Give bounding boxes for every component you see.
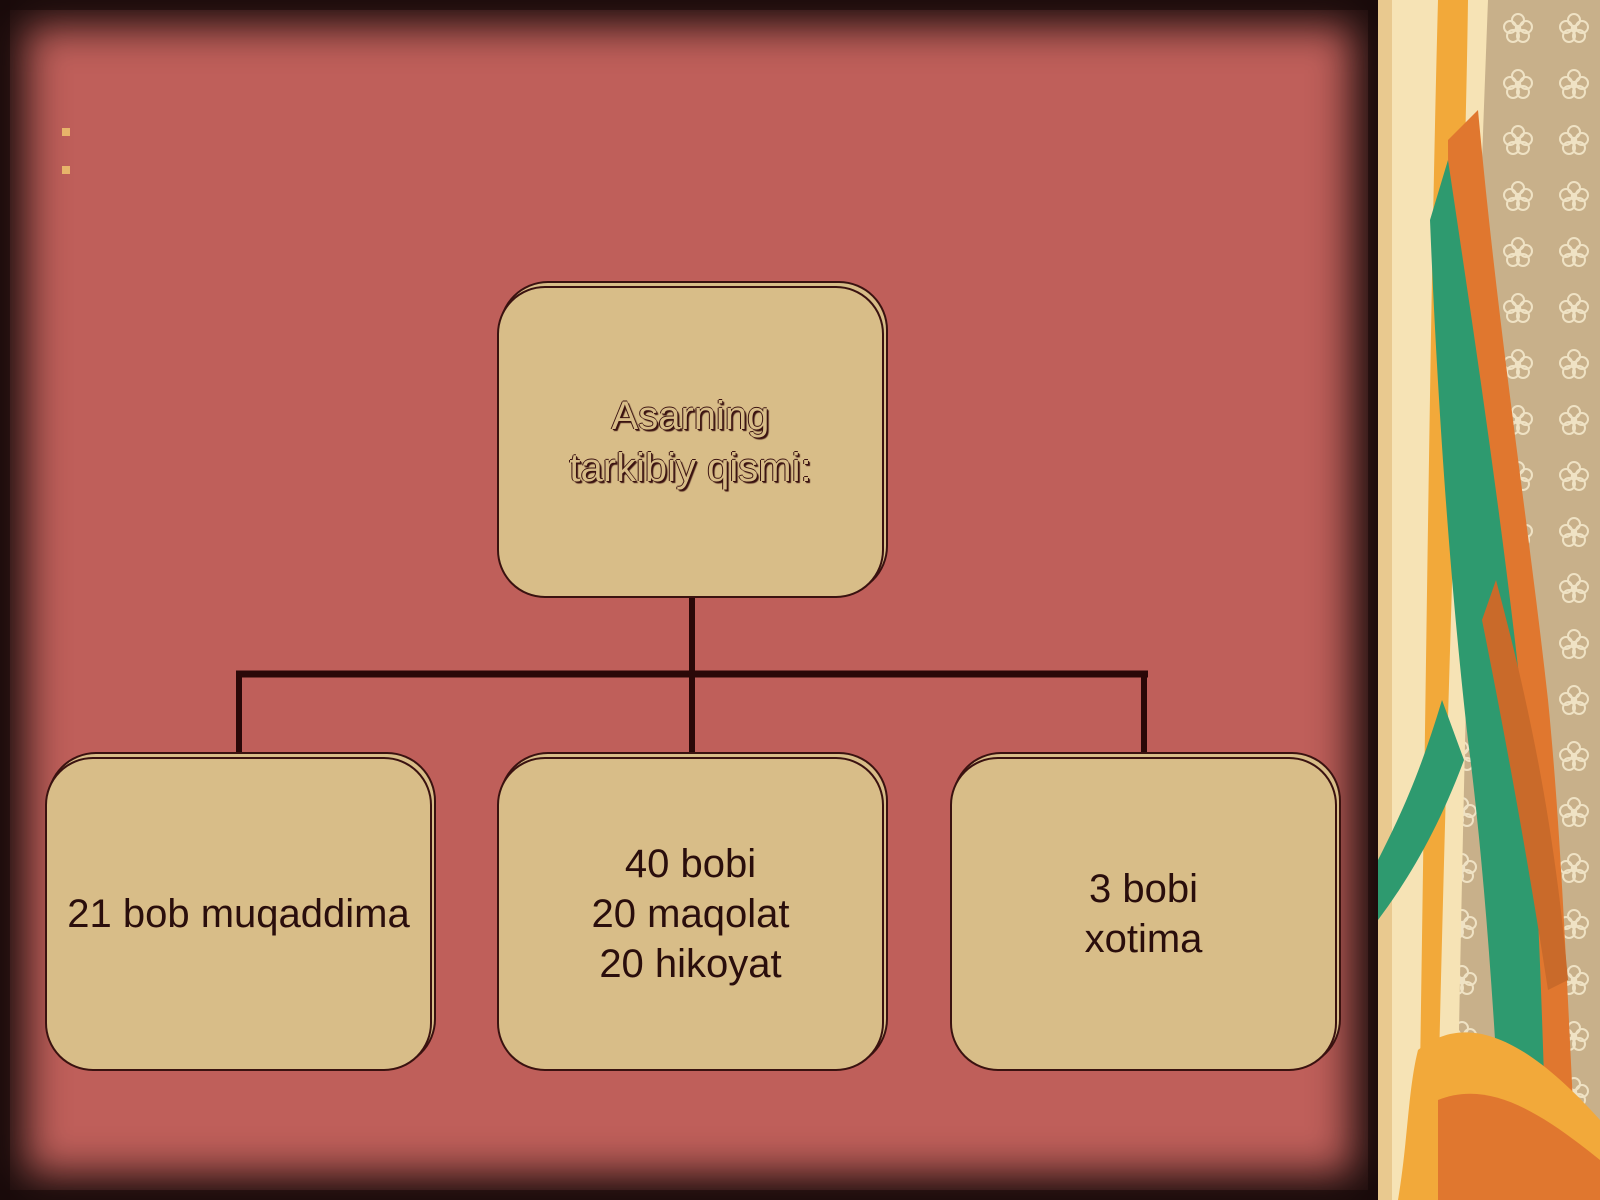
child-node-muqaddima: 21 bob muqaddima — [45, 757, 432, 1071]
hierarchy-diagram: Asarning tarkibiy qismi: 21 bob muqaddim… — [45, 286, 1337, 1071]
root-node: Asarning tarkibiy qismi: — [497, 286, 884, 598]
decorative-side-panel — [1378, 0, 1600, 1200]
child-node-bobi: 40 bobi 20 maqolat 20 hikoyat — [497, 757, 884, 1071]
child-node-label: 40 bobi 20 maqolat 20 hikoyat — [591, 842, 790, 986]
floral-ribbon-art — [1378, 0, 1600, 1200]
bullet-dot-2 — [62, 166, 70, 174]
child-node-label: 3 bobi xotima — [1084, 867, 1203, 961]
slide-frame: Asarning tarkibiy qismi: 21 bob muqaddim… — [0, 0, 1378, 1200]
bullet-dot-1 — [62, 128, 70, 136]
connector-lines — [236, 598, 1148, 757]
child-node-label: 21 bob muqaddima — [67, 892, 410, 936]
child-node-xotima: 3 bobi xotima — [950, 757, 1337, 1071]
root-node-label: Asarning tarkibiy qismi: — [569, 394, 812, 490]
